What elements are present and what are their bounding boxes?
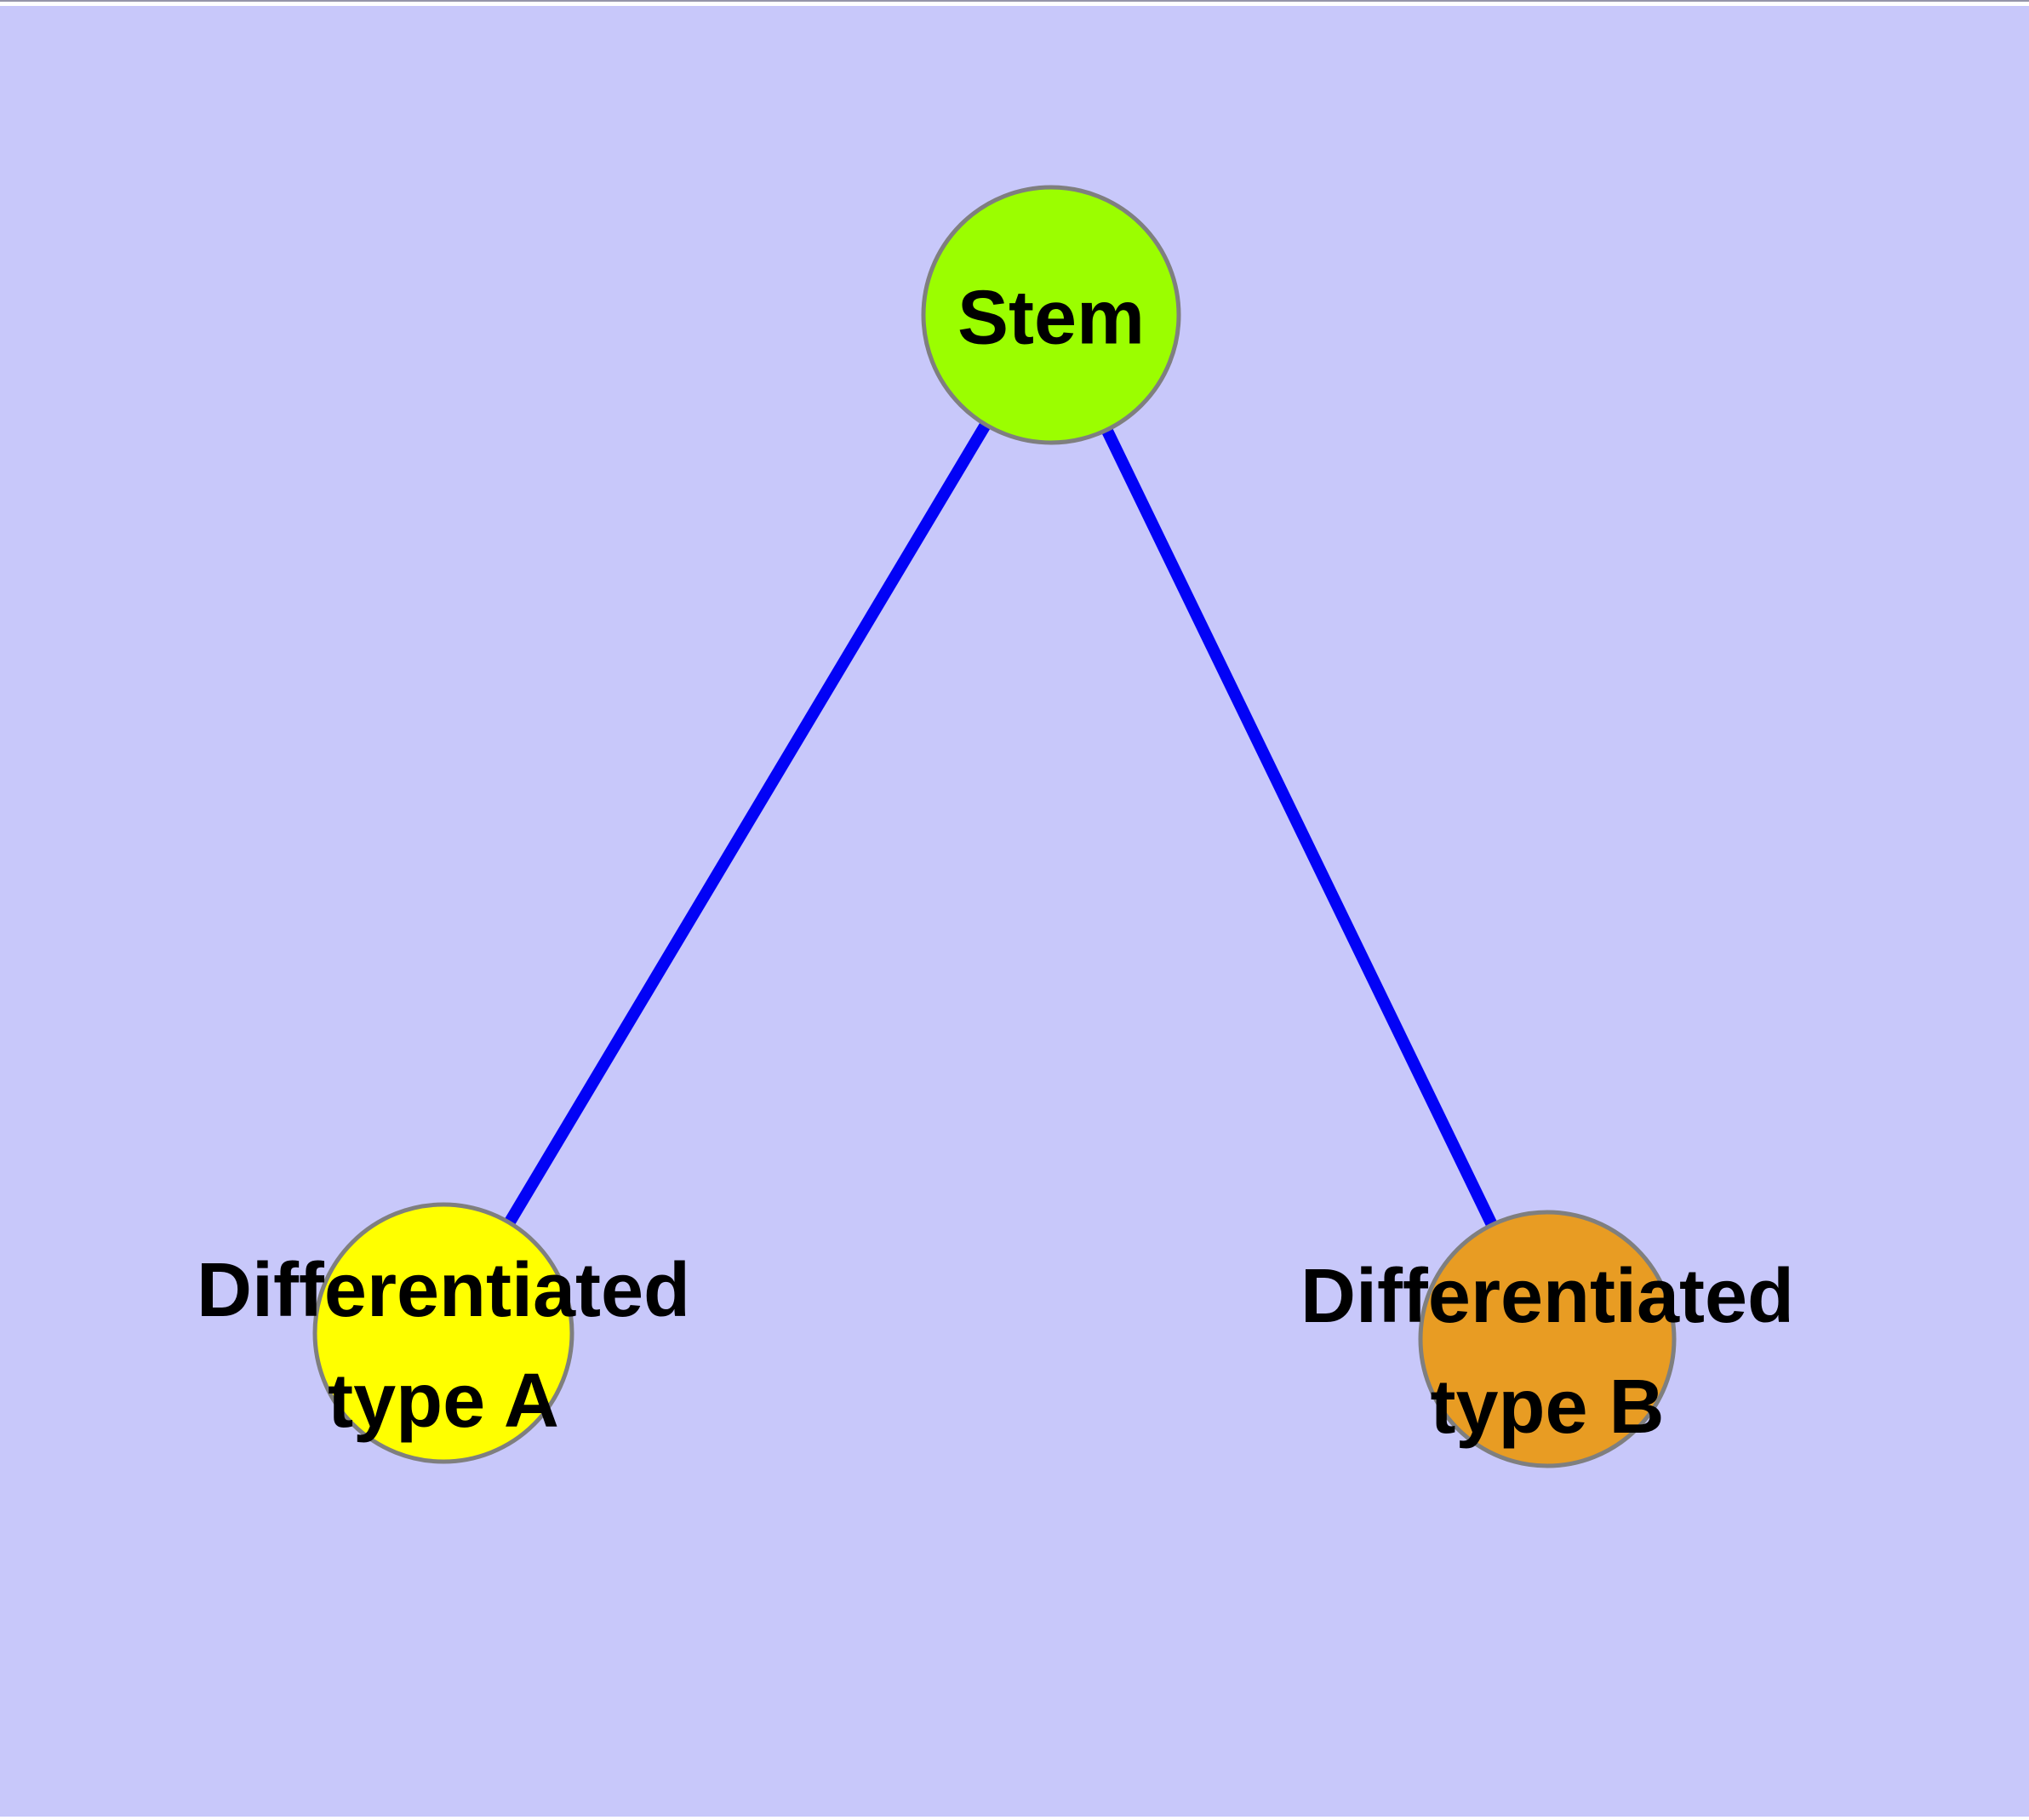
top-edge-strip <box>0 0 2029 6</box>
node-stem <box>921 185 1181 445</box>
node-differentiated-type-b <box>1418 1210 1677 1468</box>
edge-stem-to-differentiated-type-b <box>1045 312 1553 1342</box>
node-differentiated-type-a <box>312 1202 574 1464</box>
node-label-differentiated-type-b-line1: Differentiated <box>1300 1254 1794 1339</box>
node-label-stem-line1: Stem <box>957 275 1145 360</box>
edge-stem-to-differentiated-type-a <box>437 312 1057 1336</box>
node-label-differentiated-type-a-line2: type A <box>328 1359 559 1444</box>
bottom-edge-strip <box>0 1817 2029 1820</box>
node-label-differentiated-type-b-line2: type B <box>1430 1365 1664 1450</box>
top-edge-hairline <box>0 0 2029 2</box>
node-label-differentiated-type-a-line1: Differentiated <box>197 1248 690 1333</box>
